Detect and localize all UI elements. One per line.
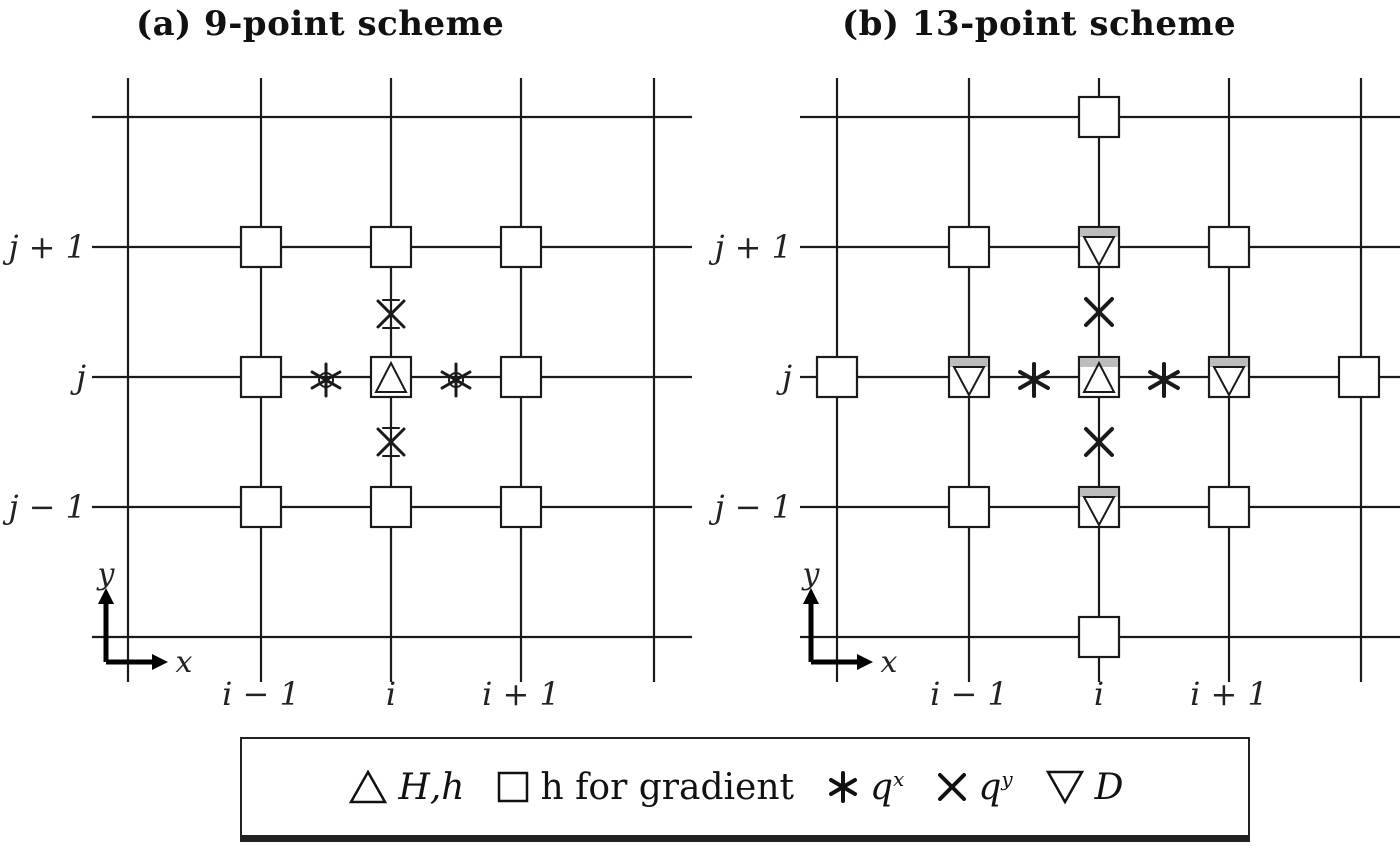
cross-icon	[938, 773, 967, 801]
axis-arrows-a	[98, 588, 168, 670]
stencil-diagram: i − 1 i i + 1 j + 1 j j − 1 y x i − 1 i i + 1 j + 1…	[3, 78, 1400, 713]
triangle-down-marker	[1082, 496, 1116, 528]
x-tick-label: i + 1	[482, 675, 560, 713]
triangle-up-icon	[349, 769, 388, 804]
legend-item-asterisk: qx	[826, 767, 904, 808]
x-tick-label: i − 1	[930, 675, 1008, 713]
square-marker	[369, 225, 413, 269]
y-tick-label: j + 1	[709, 228, 792, 266]
triangle-down-marker	[952, 366, 986, 398]
triangle-down-marker	[1082, 236, 1116, 268]
asterisk-icon	[828, 771, 857, 803]
square-icon	[498, 771, 529, 803]
axis-x-label: x	[881, 645, 898, 680]
cross-marker	[1084, 427, 1114, 457]
shaded-square-marker	[947, 355, 991, 399]
triangle-up-marker	[374, 360, 408, 393]
asterisk-marker	[440, 362, 472, 398]
panel-b: i − 1 i i + 1 j + 1 j j − 1 y x	[709, 78, 1400, 713]
cross-marker	[376, 427, 406, 457]
square-marker	[239, 225, 283, 269]
legend-label-square: h for gradient	[540, 766, 794, 808]
square-marker	[239, 355, 283, 399]
x-tick-label: i − 1	[222, 675, 300, 713]
square-marker	[1337, 355, 1381, 399]
square-marker	[1207, 225, 1251, 269]
panel-b-title: (b) 13-point scheme	[842, 4, 1237, 44]
cross-marker	[1084, 297, 1114, 327]
panel-a: i − 1 i i + 1 j + 1 j j − 1 y x	[3, 78, 692, 713]
legend-item-triangle-down: D	[1045, 767, 1124, 808]
shaded-square-marker	[1077, 485, 1121, 529]
square-marker	[1077, 615, 1121, 659]
qx-symbol: q	[869, 766, 894, 808]
legend-label-triangle-down: D	[1094, 766, 1124, 808]
y-tick-label: j + 1	[3, 228, 86, 266]
axis-y-label: y	[801, 557, 821, 592]
shaded-square-marker	[1207, 355, 1251, 399]
axis-y-label: y	[96, 557, 116, 592]
y-tick-label: j	[70, 358, 86, 396]
x-tick-label: i + 1	[1190, 675, 1268, 713]
x-tick-label: i	[386, 675, 396, 713]
square-marker	[815, 355, 859, 399]
cross-marker	[376, 299, 406, 329]
legend: H,h h for gradient qx qy D	[240, 737, 1250, 842]
asterisk-marker	[310, 362, 342, 398]
panel-a-title: (a) 9-point scheme	[136, 4, 505, 44]
square-marker	[499, 225, 543, 269]
triangle-down-icon	[1045, 770, 1084, 805]
legend-item-cross: qy	[936, 767, 1013, 808]
qy-superscript: y	[1001, 766, 1013, 791]
triangle-down-marker	[1212, 366, 1246, 398]
square-marker	[947, 225, 991, 269]
square-marker	[1207, 485, 1251, 529]
y-tick-label: j − 1	[3, 488, 86, 526]
axis-arrows-b	[803, 588, 873, 670]
square-marker	[499, 355, 543, 399]
asterisk-marker	[1148, 362, 1180, 398]
legend-label-cross: qy	[978, 767, 1012, 808]
legend-item-triangle-up: H,h	[348, 767, 464, 808]
triangle-up-marker	[1082, 360, 1116, 393]
asterisk-marker	[1018, 362, 1050, 398]
y-tick-label: j	[776, 358, 792, 396]
shaded-square-marker	[1077, 225, 1121, 269]
square-marker	[499, 485, 543, 529]
legend-label-triangle-up: H,h	[398, 766, 465, 808]
qy-symbol: q	[978, 766, 1002, 808]
x-tick-label: i	[1094, 675, 1104, 713]
square-marker	[947, 485, 991, 529]
square-marker	[369, 485, 413, 529]
legend-label-asterisk: qx	[870, 767, 904, 808]
square-marker	[1077, 95, 1121, 139]
y-tick-label: j − 1	[709, 488, 792, 526]
square-marker	[239, 485, 283, 529]
qx-superscript: x	[893, 766, 905, 791]
legend-item-square: h for gradient	[496, 767, 794, 808]
axis-x-label: x	[176, 645, 193, 680]
